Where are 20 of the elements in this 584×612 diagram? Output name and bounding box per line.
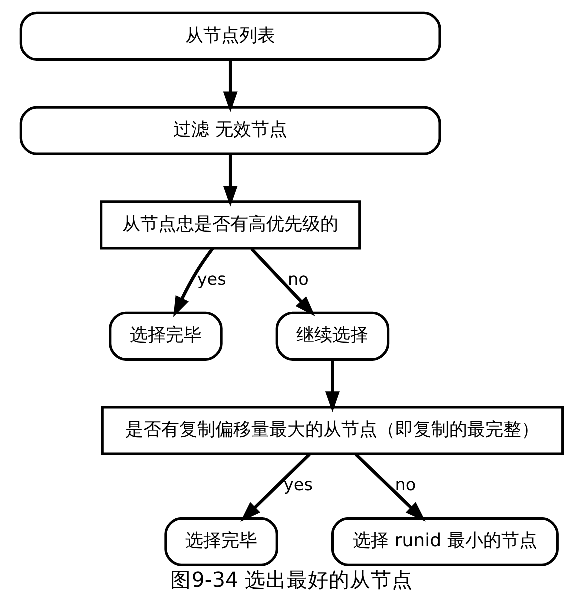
- node-box: 过滤 无效节点: [20, 106, 442, 156]
- node-box: 选择完毕: [109, 312, 223, 361]
- caption: 图9-34 选出最好的从节点: [170, 568, 414, 592]
- arrow: [223, 154, 238, 207]
- arrow: [250, 248, 316, 317]
- edge-label: no: [288, 269, 309, 290]
- arrow: [354, 453, 426, 522]
- node-box: 从节点忠是否有高优先级的: [100, 200, 362, 250]
- arrow: [223, 60, 238, 112]
- edge-label: yes: [197, 269, 226, 290]
- node-box: 选择完毕: [164, 517, 278, 566]
- arrow: [240, 453, 311, 522]
- arrow: [174, 248, 214, 318]
- node-box: 从节点列表: [20, 12, 442, 62]
- edge-label: no: [395, 474, 416, 495]
- arrow: [325, 360, 340, 412]
- node-box: 继续选择: [276, 312, 390, 361]
- node-box: 选择 runid 最小的节点: [331, 517, 559, 566]
- node-box: 是否有复制偏移量最大的从节点（即复制的最完整）: [101, 406, 564, 456]
- edge-label: yes: [284, 474, 313, 495]
